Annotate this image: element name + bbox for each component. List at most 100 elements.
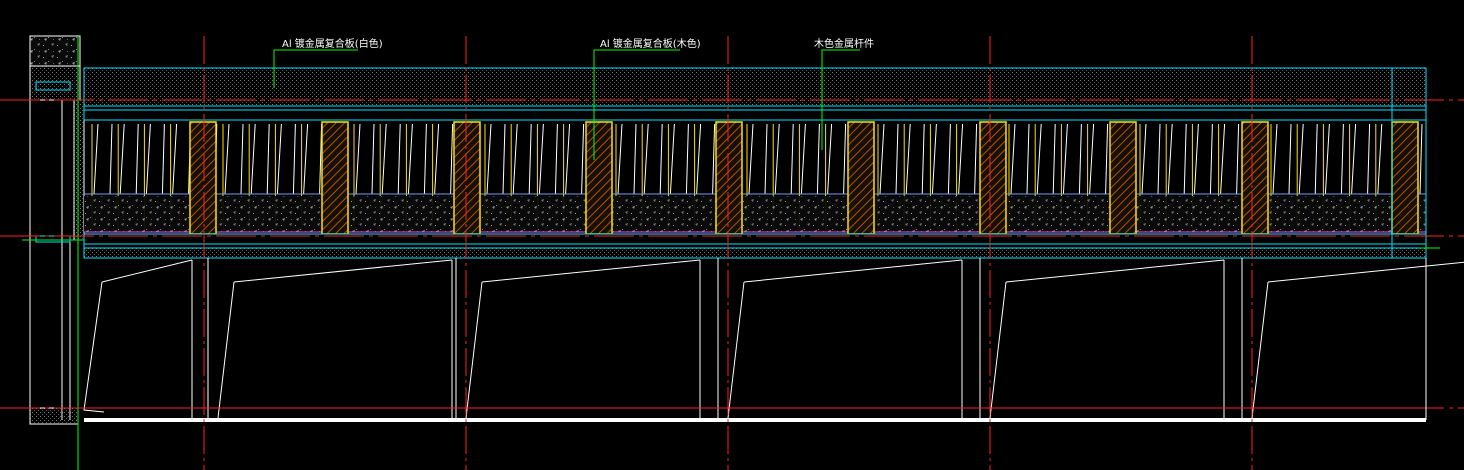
slat-edge <box>292 123 296 195</box>
slat-edge <box>1367 123 1371 195</box>
slat-edge <box>1026 123 1030 195</box>
label-panel-white: Al 镀金属复合板(白色) <box>282 37 383 50</box>
slat-edge <box>947 123 951 195</box>
slat-edge <box>1272 123 1278 195</box>
wood-bar-group <box>189 121 1419 235</box>
slat-edge <box>712 123 716 195</box>
wood-bar <box>979 121 1007 235</box>
slat-edge <box>879 123 885 195</box>
slat-edge <box>1324 123 1330 195</box>
slat-edge <box>921 123 925 195</box>
slat-edge <box>974 123 978 195</box>
slat-edge <box>434 123 440 195</box>
slat-edge <box>145 123 151 195</box>
slat-edge <box>1167 123 1173 195</box>
slat-edge <box>1183 123 1187 195</box>
slat-edge <box>450 123 454 195</box>
rib-edge <box>989 281 1007 419</box>
slat-edge <box>276 123 282 195</box>
slat-edge <box>397 123 401 195</box>
slat-edge <box>764 123 768 195</box>
slat-edge <box>512 123 518 195</box>
wood-bar <box>1109 121 1137 235</box>
annotation-panel-wood: Al 镀金属复合板(木色) <box>593 37 701 160</box>
wood-bar <box>1391 121 1419 235</box>
slat-edge <box>407 123 413 195</box>
wood-bar <box>585 121 613 235</box>
wood-bar <box>321 121 349 235</box>
slat-edge <box>528 123 532 195</box>
slat-edge <box>1298 123 1304 195</box>
rib-edge <box>465 281 483 419</box>
slat-edge <box>816 123 820 195</box>
slat-edge <box>1141 123 1147 195</box>
rib-top <box>481 259 701 283</box>
slat-edge <box>905 123 911 195</box>
slat-edge <box>1314 123 1318 195</box>
rib-top <box>233 259 453 283</box>
slat-edge <box>669 123 675 195</box>
slat-edge <box>565 123 571 195</box>
rib-edge <box>83 281 105 413</box>
slat-edge <box>790 123 794 195</box>
slat-edge <box>958 123 964 195</box>
slat-edge <box>172 123 178 195</box>
label-panel-wood: Al 镀金属复合板(木色) <box>600 37 701 50</box>
slat-edge <box>303 123 309 195</box>
rib-top <box>1267 261 1464 283</box>
slat-edge <box>1105 123 1109 195</box>
slat-edge <box>931 123 937 195</box>
left-wall <box>22 35 92 470</box>
slat-edge <box>1089 123 1095 195</box>
slat-edge <box>1220 123 1226 195</box>
slat-edge <box>1036 123 1042 195</box>
slat-edge <box>643 123 649 195</box>
slat-edge <box>581 123 585 195</box>
slat-edge <box>1377 123 1383 195</box>
slat-edge <box>240 123 244 195</box>
slat-edge <box>266 123 270 195</box>
rib-top <box>1005 259 1225 283</box>
slat-edge <box>381 123 387 195</box>
slat-edge <box>135 123 139 195</box>
slat-edge <box>1078 123 1082 195</box>
bottom-panel <box>83 247 1427 259</box>
rib-top <box>101 259 193 283</box>
wood-bar <box>847 121 875 235</box>
slat-edge <box>1062 123 1068 195</box>
label-wood-bar: 木色金属杆件 <box>814 37 874 50</box>
slat-edge <box>633 123 637 195</box>
slat-edge <box>486 123 492 195</box>
wood-bar <box>1241 121 1269 235</box>
slat-edge <box>1157 123 1161 195</box>
slat-edge <box>502 123 506 195</box>
slat-edge <box>659 123 663 195</box>
slat-edge <box>1351 123 1357 195</box>
rib-group <box>83 258 1464 419</box>
slat-edge <box>696 123 702 195</box>
slat-edge <box>161 123 165 195</box>
rib-edge <box>1251 281 1269 419</box>
slat-edge <box>895 123 899 195</box>
slat-edge <box>554 123 558 195</box>
slat-edge <box>119 123 125 195</box>
slat-edge <box>423 123 427 195</box>
slat-edge <box>93 123 99 195</box>
slat-edge <box>1052 123 1056 195</box>
rib-edge <box>217 281 235 419</box>
slat-edge <box>355 123 361 195</box>
annotation-wood-bar: 木色金属杆件 <box>814 37 874 150</box>
slat-edge <box>1236 123 1240 195</box>
wood-bar <box>715 121 743 235</box>
slat-edge <box>1209 123 1213 195</box>
rib-edge <box>727 281 745 419</box>
slat-edge <box>800 123 806 195</box>
floor-slab <box>84 418 1426 422</box>
slat-edge <box>1288 123 1292 195</box>
wood-bar <box>189 121 217 235</box>
slat-edge <box>617 123 623 195</box>
concrete-band <box>84 196 1426 232</box>
wood-bar <box>453 121 481 235</box>
slat-edge <box>1193 123 1199 195</box>
slat-edge <box>250 123 256 195</box>
